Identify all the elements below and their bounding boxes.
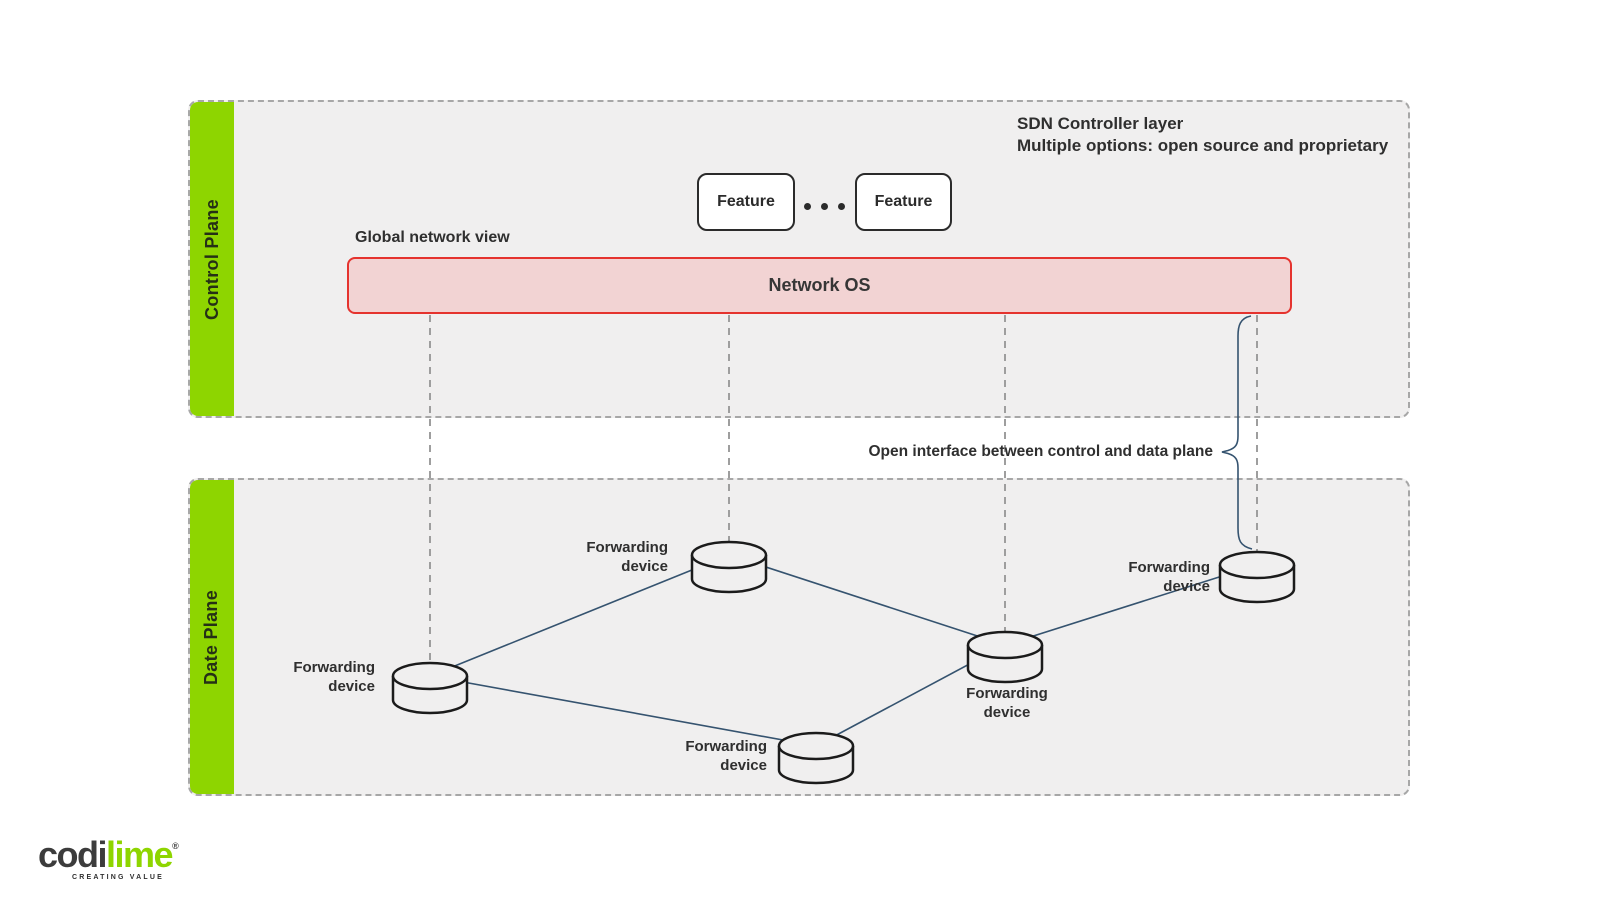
data-plane-sidebar: Date Plane: [190, 480, 234, 794]
codilime-logo-wordmark: codilime®: [38, 834, 179, 875]
forwarding-device-label-1: Forwarding device: [293, 659, 375, 695]
forwarding-device-label-2: Forwarding device: [586, 539, 668, 575]
global-network-view-label: Global network view: [355, 229, 510, 246]
open-interface-annotation: Open interface between control and data …: [868, 443, 1213, 460]
data-plane-label: Date Plane: [201, 589, 222, 685]
feature-box-2: Feature: [855, 173, 952, 231]
forwarding-device-label-5: Forwarding device: [1128, 559, 1210, 595]
control-plane-label: Control Plane: [201, 198, 222, 320]
data-plane-panel: Date Plane: [188, 478, 1410, 796]
codilime-logo-tagline: CREATING VALUE: [72, 874, 164, 881]
forwarding-device-label-3: Forwarding device: [966, 685, 1048, 721]
feature-box-1-label: Feature: [717, 193, 775, 210]
forwarding-device-label-4: Forwarding device: [685, 738, 767, 774]
feature-box-1: Feature: [697, 173, 795, 231]
sdn-controller-header-line2: Multiple options: open source and propri…: [1017, 136, 1389, 155]
control-plane-sidebar: Control Plane: [190, 102, 234, 416]
sdn-controller-header: SDN Controller layer Multiple options: o…: [1017, 113, 1388, 157]
registered-trademark-icon: ®: [172, 841, 179, 851]
network-os-label: Network OS: [768, 275, 871, 295]
codilime-logo: codilime® CREATING VALUE: [38, 828, 179, 882]
sdn-controller-header-line1: SDN Controller layer: [1017, 114, 1184, 133]
network-os-bar: Network OS: [347, 257, 1292, 314]
feature-box-2-label: Feature: [874, 193, 933, 210]
ellipsis-dots-icon: [804, 203, 845, 210]
